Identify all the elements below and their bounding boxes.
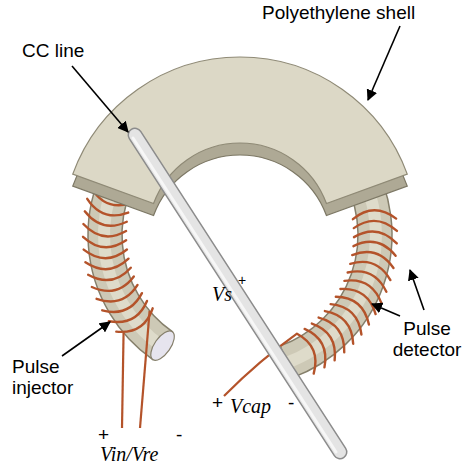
detector-winding — [353, 210, 396, 219]
part-label: CC line — [22, 40, 84, 61]
leader-lines — [62, 26, 424, 356]
leader-arrow — [72, 66, 128, 132]
injector-winding — [83, 237, 126, 247]
part-label: Pulse injector — [12, 356, 102, 398]
shell-top — [73, 57, 408, 204]
injector-winding — [85, 259, 128, 269]
leader-arrow — [410, 270, 424, 310]
detector-winding — [340, 289, 375, 314]
detector-winding — [336, 297, 369, 325]
signal-name: Vin/Vre — [100, 444, 159, 465]
detector-winding — [352, 252, 393, 268]
detector-winding — [325, 311, 353, 344]
cc-rod-outline — [135, 135, 340, 452]
signal-name: Vs — [212, 284, 232, 305]
cc-rod-highlight — [133, 138, 336, 452]
detector-winding — [297, 334, 315, 374]
polarity-sign: + — [238, 270, 246, 291]
detector-winding — [331, 304, 362, 334]
part-label: Pulse detector — [382, 318, 472, 360]
part-label: Polyethylene shell — [262, 2, 415, 23]
detector-winding — [354, 221, 397, 231]
polarity-sign: - — [176, 424, 182, 445]
leader-arrow — [368, 26, 400, 100]
toroid-illustration — [73, 57, 408, 452]
signal-name: Vcap — [230, 396, 271, 417]
polarity-sign: + — [212, 392, 223, 413]
core-cut-end — [146, 327, 179, 364]
leader-arrow — [372, 304, 400, 316]
lead-wire — [140, 311, 150, 428]
cc-rod — [135, 135, 340, 452]
injector-winding — [84, 250, 127, 259]
polarity-sign: + — [98, 424, 109, 445]
polarity-sign: - — [288, 392, 294, 413]
injector-winding — [97, 285, 138, 302]
lead-wire — [122, 333, 124, 428]
leader-arrow — [62, 322, 110, 356]
